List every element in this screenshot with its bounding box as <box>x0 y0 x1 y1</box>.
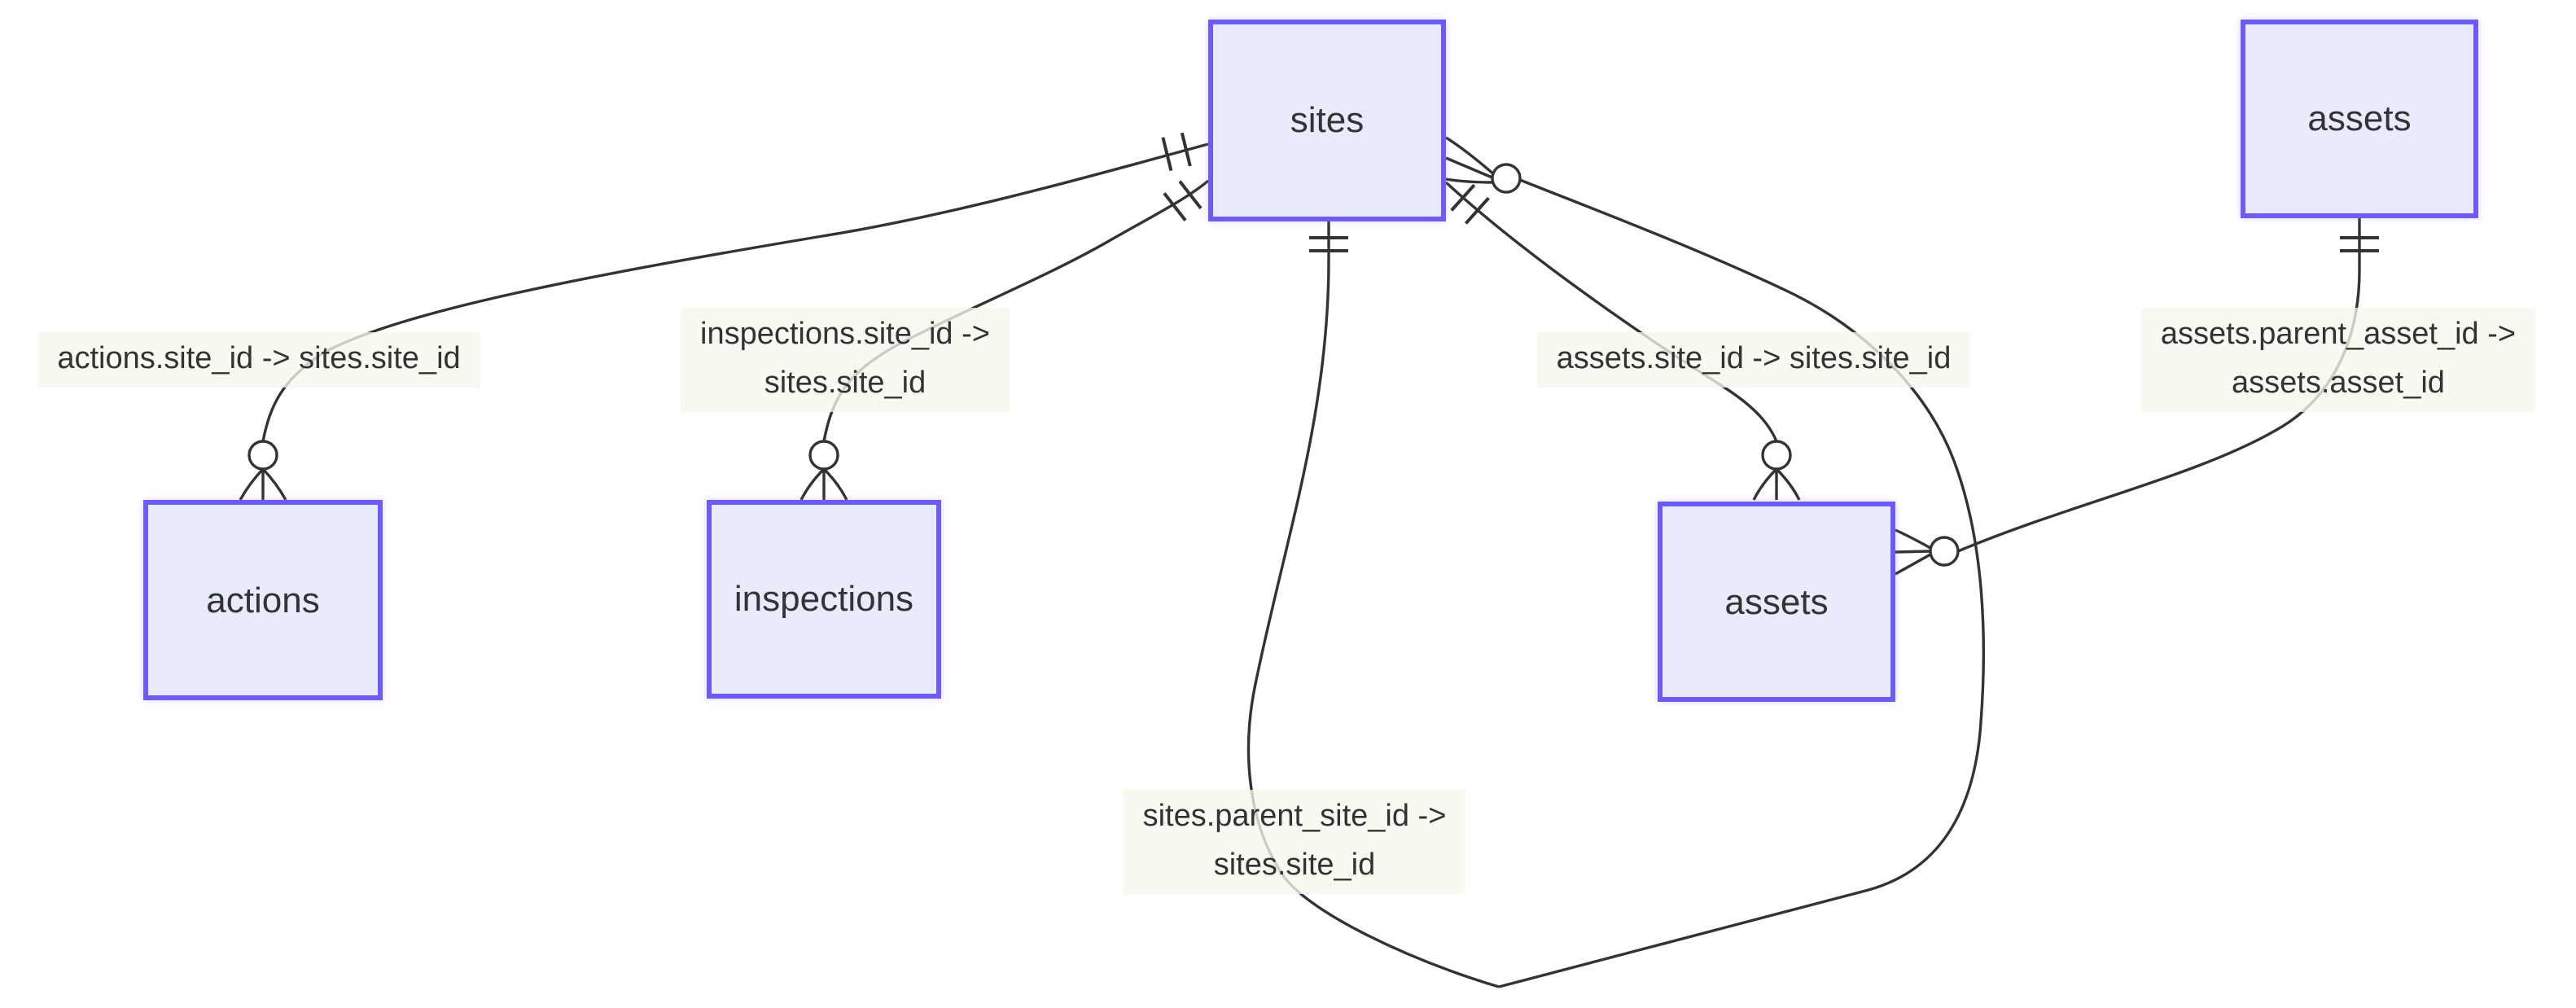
one-tick-icon <box>1180 132 1192 167</box>
entity-label: assets <box>1724 581 1829 621</box>
crows-foot-icon <box>261 467 287 501</box>
relationship-label-line: sites.site_id <box>764 366 927 401</box>
entity-assets: assets <box>1658 502 1895 702</box>
crows-foot-icon <box>1445 177 1493 184</box>
crows-foot-icon <box>1895 550 1931 554</box>
entity-actions: actions <box>143 500 383 700</box>
relationship-label-assets-sites: assets.site_id -> sites.site_id <box>1536 332 1971 388</box>
relationship-label-assets-parent: assets.parent_asset_id -> assets.asset_i… <box>2140 308 2536 412</box>
zero-circle-icon <box>248 440 278 471</box>
zero-circle-icon <box>1929 536 1960 567</box>
relationship-label-line: sites.site_id <box>1213 848 1376 883</box>
relationship-label-line: sites.parent_site_id -> <box>1142 800 1447 834</box>
edge-assets-sites-line <box>1444 181 1778 442</box>
one-tick-icon <box>1450 183 1476 212</box>
relationship-label-inspections-sites: inspections.site_id -> sites.site_id <box>681 308 1010 412</box>
relationship-label-line: inspections.site_id -> <box>700 318 990 352</box>
crows-foot-icon <box>1445 156 1493 179</box>
entity-inspections: inspections <box>707 500 941 699</box>
edge-sites-self-loop <box>1246 136 1986 988</box>
crows-foot-icon <box>1752 467 1778 501</box>
entity-label: sites <box>1290 99 1365 140</box>
crows-foot-icon <box>1895 528 1931 550</box>
crows-foot-icon <box>800 467 826 501</box>
crows-foot-icon <box>1895 553 1931 576</box>
relationship-label-line: assets.site_id -> sites.site_id <box>1556 342 1952 376</box>
entity-assets-self: assets <box>2241 20 2478 218</box>
edge-assets-sites <box>1444 181 1801 501</box>
relationship-label-sites-parent: sites.parent_site_id -> sites.site_id <box>1123 790 1466 894</box>
relationship-label-line: actions.site_id -> sites.site_id <box>57 342 461 376</box>
crows-foot-icon <box>1445 136 1494 175</box>
one-tick-icon <box>1178 180 1203 210</box>
one-tick-icon <box>1163 192 1187 221</box>
relationship-label-actions-sites: actions.site_id -> sites.site_id <box>37 332 480 388</box>
zero-circle-icon <box>1491 163 1522 194</box>
edge-sites-self-loop-down <box>1246 221 1500 988</box>
entity-label: assets <box>2307 98 2412 138</box>
crows-foot-icon <box>239 467 265 501</box>
one-tick-icon <box>1464 196 1490 225</box>
relationship-label-line: assets.parent_asset_id -> <box>2160 318 2517 352</box>
crows-foot-icon <box>1775 467 1801 501</box>
relationship-label-line: assets.asset_id <box>2232 366 2445 401</box>
entity-sites: sites <box>1208 20 1446 221</box>
edge-sites-self-loop-return <box>1498 178 1986 988</box>
zero-circle-icon <box>808 440 839 471</box>
entity-label: inspections <box>734 578 914 619</box>
one-tick-icon <box>1161 137 1173 172</box>
zero-circle-icon <box>1761 440 1792 471</box>
entity-label: actions <box>206 579 320 620</box>
crows-foot-icon <box>822 467 848 501</box>
